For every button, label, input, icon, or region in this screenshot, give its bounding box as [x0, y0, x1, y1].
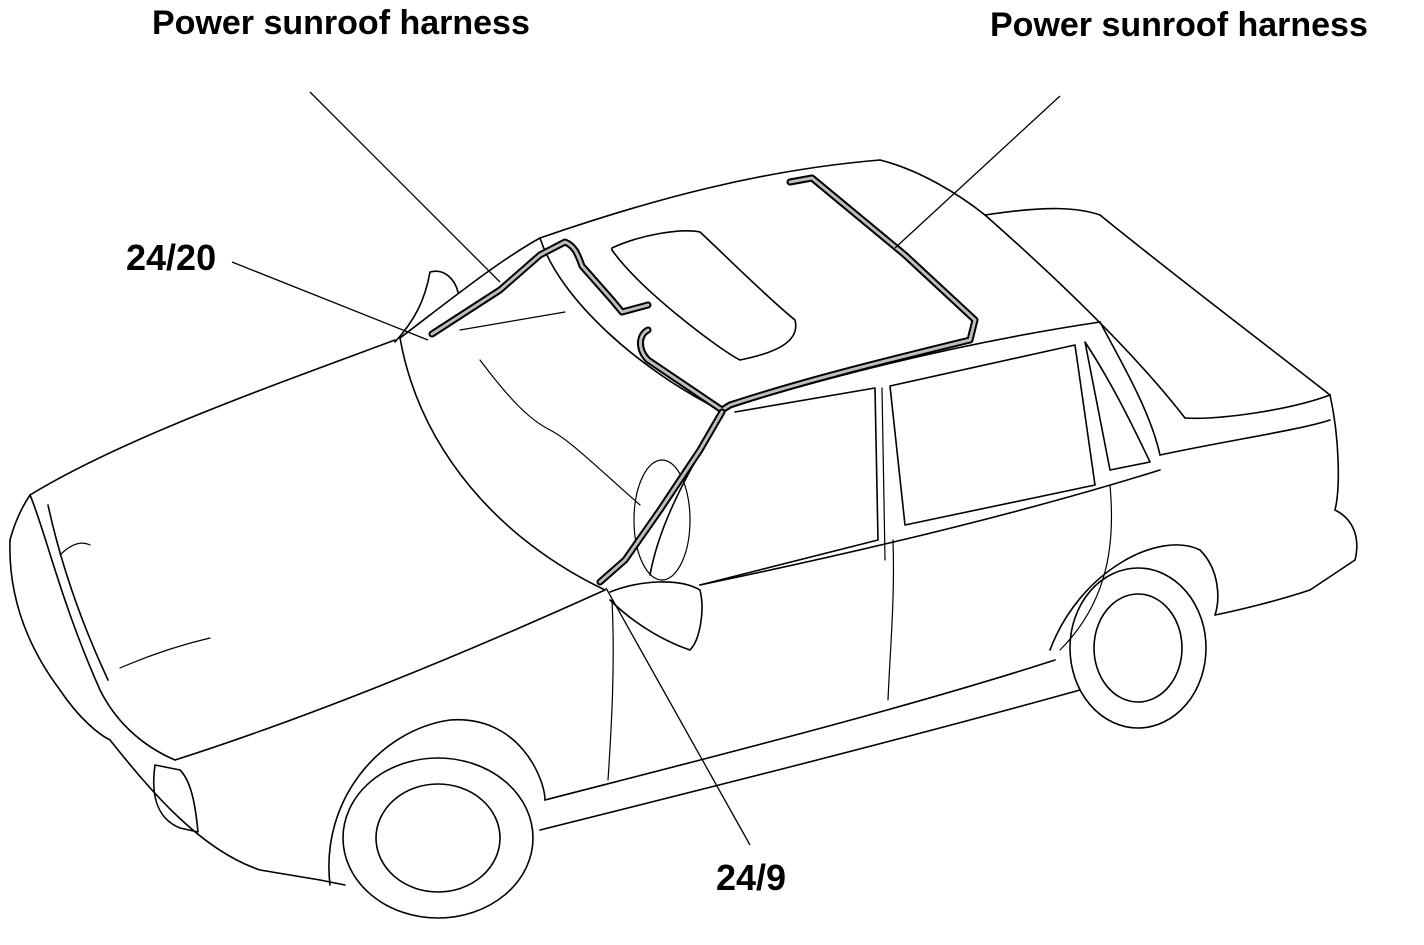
- leader-249: [605, 587, 751, 846]
- power-sunroof-harness: [428, 174, 979, 586]
- leader-2420: [231, 261, 429, 341]
- power-sunroof-harness-label-left: Power sunroof harness: [152, 4, 530, 42]
- leader-lines: [231, 91, 1061, 846]
- power-sunroof-harness-label-right: Power sunroof harness: [990, 6, 1368, 44]
- car-body: [9, 159, 1358, 919]
- leader-harness-right: [894, 95, 1061, 249]
- leader-harness-left: [309, 91, 501, 283]
- connector-24-9-label: 24/9: [716, 857, 787, 898]
- connector-24-20-label: 24/20: [126, 237, 217, 278]
